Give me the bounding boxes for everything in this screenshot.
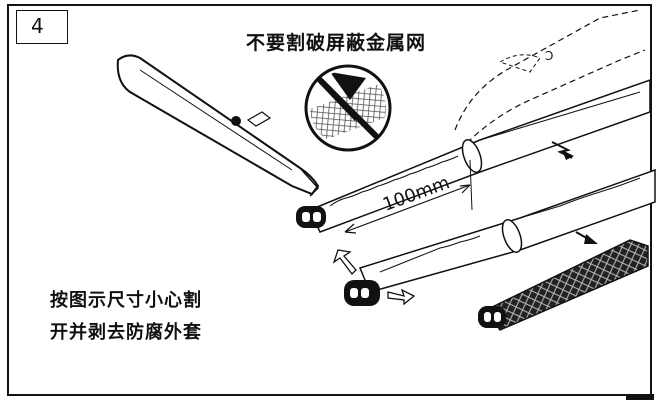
warning-title: 不要割破屏蔽金属网 bbox=[246, 32, 427, 54]
upper-cable bbox=[296, 78, 651, 233]
exposed-shield-cable bbox=[478, 239, 649, 331]
peel-arrows bbox=[332, 249, 416, 306]
prohibited-cut-shield-icon bbox=[304, 64, 392, 152]
direction-arrow-upper bbox=[551, 141, 574, 160]
instruction-line-2: 开并剥去防腐外套 bbox=[50, 322, 202, 343]
middle-cable bbox=[344, 168, 656, 306]
corner-mark bbox=[626, 394, 654, 400]
step-number: 4 bbox=[31, 14, 44, 38]
knife-icon bbox=[116, 54, 320, 197]
direction-arrow-lower bbox=[575, 231, 598, 244]
dimension-indicator bbox=[344, 159, 473, 234]
instruction-line-1: 按图示尺寸小心割 bbox=[50, 290, 202, 311]
step-number-box: 4 bbox=[16, 10, 68, 44]
svg-text:Ↄ: Ↄ bbox=[545, 49, 553, 63]
